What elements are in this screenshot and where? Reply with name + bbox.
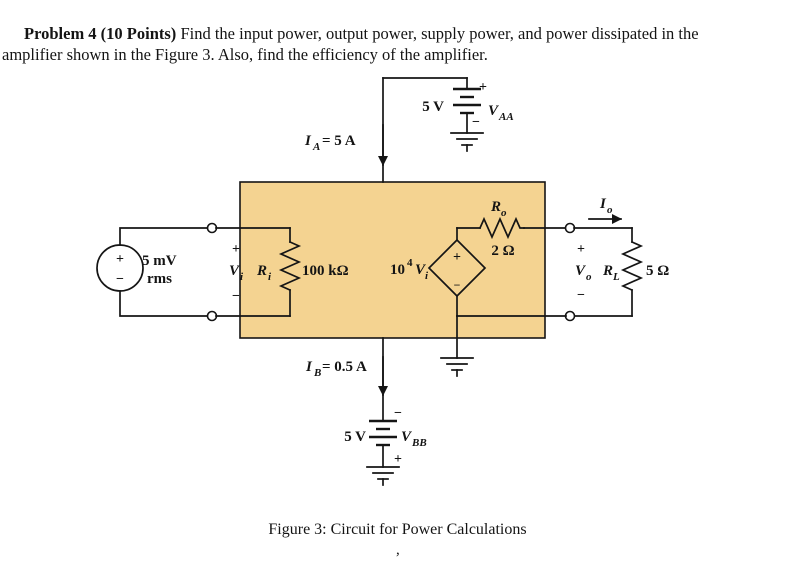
ib-label-sub: B (313, 367, 321, 379)
resistor-rl-icon (620, 240, 644, 292)
source-minus-sign: − (116, 272, 124, 287)
battery-vaa-icon (453, 87, 481, 115)
vbb-name-base: V (401, 429, 413, 445)
vaa-plus-sign: + (479, 80, 487, 95)
vaa-voltage-label: 5 V (422, 99, 444, 115)
rl-value-label: 5 Ω (646, 263, 669, 279)
figure-caption: Figure 3: Circuit for Power Calculations (268, 521, 527, 538)
bottom-supply-branch: I B = 0.5 A − 5 V V BB + (305, 337, 427, 486)
ground-icon (440, 357, 474, 377)
vbb-minus-sign: − (394, 406, 402, 421)
resistor-ri-icon (278, 240, 302, 292)
dependent-source-branch: + − 10 4 V i (390, 227, 487, 377)
ib-label-value: = 0.5 A (322, 359, 367, 375)
ia-label-base: I (304, 133, 312, 149)
vi-label-base: V (229, 263, 241, 279)
vo-plus-sign: + (577, 242, 585, 257)
ground-icon (366, 466, 400, 486)
problem-statement: Problem 4 (10 Points) Find the input pow… (2, 23, 793, 67)
rl-label-base: R (602, 263, 613, 279)
problem-line2: amplifier shown in the Figure 3. Also, f… (2, 45, 488, 65)
ro-label-sub: o (501, 207, 507, 219)
input-branch: + − 5 mV rms + V i − R i 100 kΩ (96, 222, 349, 322)
source-value-label: 5 mV (142, 253, 177, 269)
problem-line1-text: Find the input power, output power, supp… (176, 23, 699, 43)
output-branch: R o 2 Ω I o + V o − R L 5 Ω (456, 196, 669, 322)
resistor-ro-icon (478, 216, 525, 240)
vi-minus-sign: − (232, 289, 240, 304)
ro-value-label: 2 Ω (491, 243, 514, 259)
source-plus-sign: + (116, 252, 124, 267)
vbb-name-sub: BB (411, 437, 427, 449)
vo-label-base: V (575, 263, 587, 279)
io-label-base: I (599, 196, 607, 212)
battery-vbb-icon (369, 419, 397, 447)
vi-label-sub: i (240, 271, 244, 283)
vaa-minus-sign: − (472, 115, 480, 130)
vo-label-sub: o (586, 271, 592, 283)
dep-gain-coef: 10 (390, 262, 405, 278)
vi-plus-sign: + (232, 242, 240, 257)
dep-plus-sign: + (453, 250, 461, 265)
problem-label: Problem 4 (10 Points) (24, 23, 177, 43)
dep-gain-exp: 4 (407, 257, 413, 269)
top-supply-branch: 5 V + − V AA I A = 5 A (304, 77, 514, 183)
stray-mark: , (396, 542, 400, 558)
dep-gain-base: V (415, 262, 427, 278)
vo-minus-sign: − (577, 288, 585, 303)
ri-label-base: R (256, 263, 267, 279)
ia-label-value: = 5 A (322, 133, 356, 149)
problem-line1: Problem 4 (10 Points) Find the input pow… (2, 23, 793, 45)
rl-label-sub: L (612, 271, 620, 283)
ground-icon (450, 132, 484, 152)
wire (119, 227, 209, 246)
ri-label-sub: i (268, 271, 272, 283)
ro-label-base: R (490, 199, 501, 215)
ib-label-base: I (305, 359, 313, 375)
source-rms-label: rms (147, 271, 172, 287)
io-label-sub: o (607, 204, 613, 216)
vaa-name-base: V (488, 103, 500, 119)
dep-minus-sign: − (454, 278, 461, 292)
wire (119, 290, 209, 317)
vbb-voltage-label: 5 V (344, 429, 366, 445)
vaa-name-sub: AA (498, 111, 514, 123)
vbb-plus-sign: + (394, 452, 402, 467)
ia-label-sub: A (312, 141, 320, 153)
dep-gain-sub: i (425, 270, 429, 282)
ri-value-label: 100 kΩ (302, 263, 349, 279)
circuit-figure: 5 V + − V AA I A = 5 A + − 5 mV rms + (96, 77, 669, 486)
